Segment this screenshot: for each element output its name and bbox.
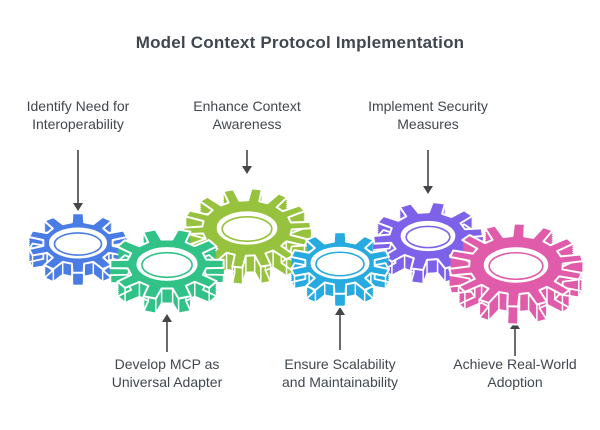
arrow-up-ensure-scalability bbox=[335, 307, 345, 350]
gear-develop-mcp bbox=[109, 228, 225, 315]
page-title: Model Context Protocol Implementation bbox=[135, 33, 465, 52]
step-label-ensure-scalability: Ensure Scalability and Maintainability bbox=[282, 356, 398, 390]
arrow-down-identify-need bbox=[73, 150, 83, 211]
step-label-develop-mcp: Develop MCP as Universal Adapter bbox=[111, 356, 223, 390]
arrow-down-implement-security bbox=[423, 150, 433, 194]
gear-identify-need bbox=[28, 212, 128, 287]
step-label-implement-security: Implement Security Measures bbox=[368, 98, 488, 132]
arrow-up-achieve-adoption bbox=[510, 321, 520, 356]
gear-implement-security bbox=[372, 201, 484, 285]
arrow-up-develop-mcp bbox=[162, 314, 172, 352]
gear-achieve-adoption bbox=[448, 222, 584, 326]
step-label-identify-need: Identify Need for Interoperability bbox=[26, 98, 130, 132]
step-label-enhance-context: Enhance Context Awareness bbox=[193, 98, 301, 132]
arrow-down-enhance-context bbox=[242, 150, 252, 174]
gear-enhance-context bbox=[182, 187, 312, 286]
gear-ensure-scalability bbox=[290, 231, 390, 308]
step-label-achieve-adoption: Achieve Real-World Adoption bbox=[453, 356, 577, 390]
